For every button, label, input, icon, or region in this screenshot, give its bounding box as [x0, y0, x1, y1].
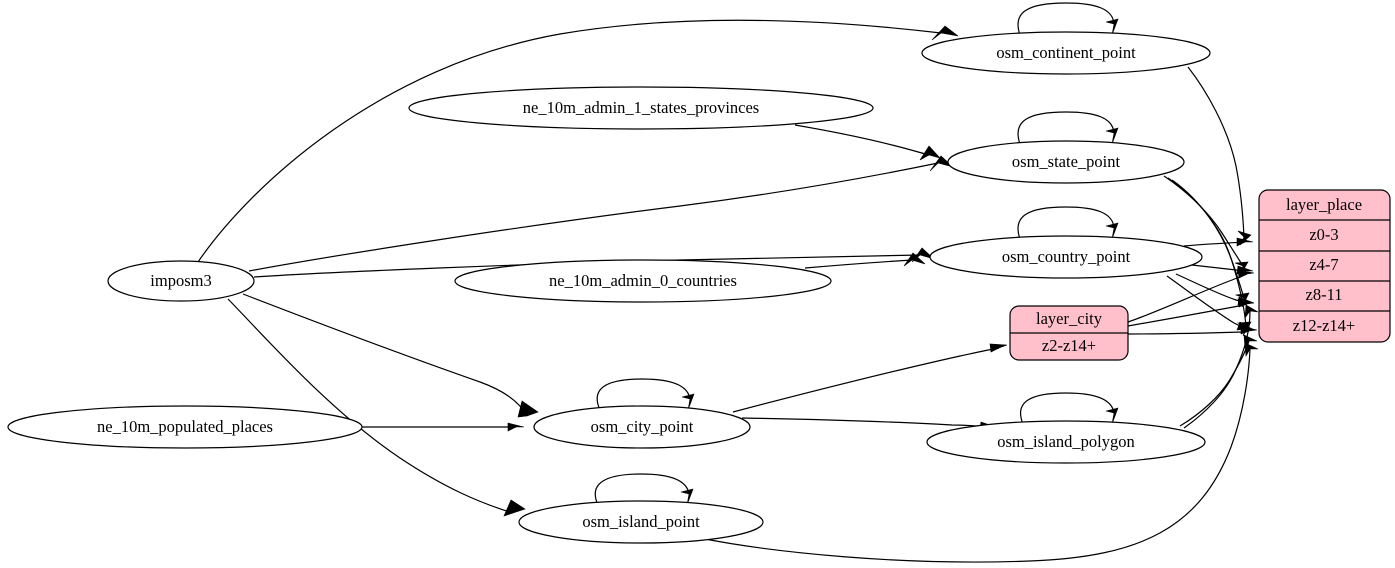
node-label-ne-10m-admin-0-countries: ne_10m_admin_0_countries — [549, 271, 737, 290]
node-label-osm-island-polygon: osm_island_polygon — [997, 432, 1135, 451]
record-node-layer: layer_city z2-z14+ layer_place z0-3 z4-7… — [1009, 189, 1391, 361]
node-layer: imposm3 ne_10m_admin_1_states_provinces … — [7, 31, 1211, 544]
node-label-osm-continent-point: osm_continent_point — [996, 43, 1136, 62]
edge-osm-island-point-to-layer-place-z12 — [699, 342, 1259, 563]
edge-imposm3-to-osm-state-point — [248, 155, 954, 272]
node-label-ne-10m-admin-1-states-provinces: ne_10m_admin_1_states_provinces — [523, 98, 759, 117]
node-osm-continent-point[interactable]: osm_continent_point — [921, 31, 1211, 75]
node-label-osm-city-point: osm_city_point — [591, 417, 694, 436]
self-loop-osm-island-polygon — [1020, 392, 1119, 425]
edge-ne-admin0-to-osm-country-point — [804, 252, 926, 269]
edge-imposm3-to-osm-continent-point — [197, 19, 959, 263]
edge-layer-city-to-layer-place-z4-7 — [1127, 269, 1255, 323]
self-loop-osm-city-point — [596, 378, 695, 411]
record-row-layer-place-z4-7[interactable]: z4-7 — [1309, 255, 1338, 274]
edge-ne-admin1-to-osm-state-point — [794, 124, 941, 161]
node-ne-10m-admin-1-states-provinces[interactable]: ne_10m_admin_1_states_provinces — [408, 86, 874, 130]
record-row-layer-place-z12-z14[interactable]: z12-z14+ — [1293, 316, 1355, 335]
edge-osm-country-point-to-layer-place-z0-3 — [1183, 237, 1254, 247]
record-row-layer-place-z8-11[interactable]: z8-11 — [1306, 285, 1343, 304]
node-label-ne-10m-populated-places: ne_10m_populated_places — [97, 417, 273, 436]
node-osm-island-point[interactable]: osm_island_point — [518, 500, 764, 544]
node-label-imposm3: imposm3 — [150, 271, 211, 290]
edge-osm-continent-point-to-layer-place-z0-3 — [1187, 66, 1252, 246]
node-osm-country-point[interactable]: osm_country_point — [929, 235, 1203, 279]
edge-osm-city-point-to-layer-city-z2 — [732, 343, 1008, 413]
self-loop-osm-country-point — [1017, 206, 1119, 240]
edge-ne-populated-places-to-osm-city-point — [362, 422, 525, 432]
node-osm-island-polygon[interactable]: osm_island_polygon — [926, 420, 1206, 464]
node-label-osm-country-point: osm_country_point — [1002, 247, 1131, 266]
edge-imposm3-to-osm-island-point — [227, 298, 526, 517]
node-label-osm-island-point: osm_island_point — [582, 512, 700, 531]
self-loop-osm-island-point — [594, 473, 694, 506]
node-ne-10m-admin-0-countries[interactable]: ne_10m_admin_0_countries — [454, 259, 832, 303]
node-ne-10m-populated-places[interactable]: ne_10m_populated_places — [7, 405, 363, 449]
record-row-layer-place-title: layer_place — [1286, 195, 1362, 214]
node-label-osm-state-point: osm_state_point — [1012, 152, 1121, 171]
self-loop-osm-state-point — [1017, 111, 1119, 145]
record-node-layer-city[interactable]: layer_city z2-z14+ — [1009, 305, 1129, 361]
record-row-layer-city-z2-z14[interactable]: z2-z14+ — [1042, 336, 1096, 355]
node-osm-city-point[interactable]: osm_city_point — [533, 405, 751, 449]
edge-layer-city-to-layer-place-z8-11 — [1127, 298, 1255, 327]
node-osm-state-point[interactable]: osm_state_point — [947, 140, 1185, 184]
node-imposm3[interactable]: imposm3 — [107, 260, 255, 302]
record-row-layer-city-title: layer_city — [1036, 309, 1103, 328]
record-row-layer-place-z0-3[interactable]: z0-3 — [1309, 225, 1338, 244]
edge-layer-city-to-layer-place-z12 — [1127, 325, 1258, 335]
self-loop-osm-continent-point — [1017, 2, 1119, 36]
record-node-layer-place[interactable]: layer_place z0-3 z4-7 z8-11 z12-z14+ — [1258, 189, 1391, 343]
edge-imposm3-to-osm-city-point — [242, 293, 539, 418]
